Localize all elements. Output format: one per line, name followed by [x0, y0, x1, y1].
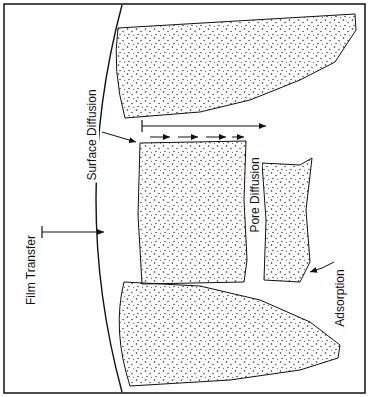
process-label: Film Transfer [24, 233, 38, 307]
leader-line [102, 132, 136, 142]
solid-block [262, 158, 312, 282]
surface-arrows [150, 137, 244, 138]
solid-wedge [119, 282, 340, 386]
arrow-tail-bar [41, 226, 42, 238]
film-arrow [42, 232, 104, 233]
process-label: Surface Diffusion [85, 87, 99, 182]
solid-block [138, 141, 247, 284]
process-label: Pore Diffusion [248, 155, 262, 234]
solid-wedge [116, 14, 356, 118]
arrow-tail-bar [141, 120, 142, 132]
leader-line [310, 262, 334, 272]
process-label: Adsorption [333, 267, 347, 328]
pore-arrow [142, 126, 266, 127]
frame [4, 4, 365, 393]
